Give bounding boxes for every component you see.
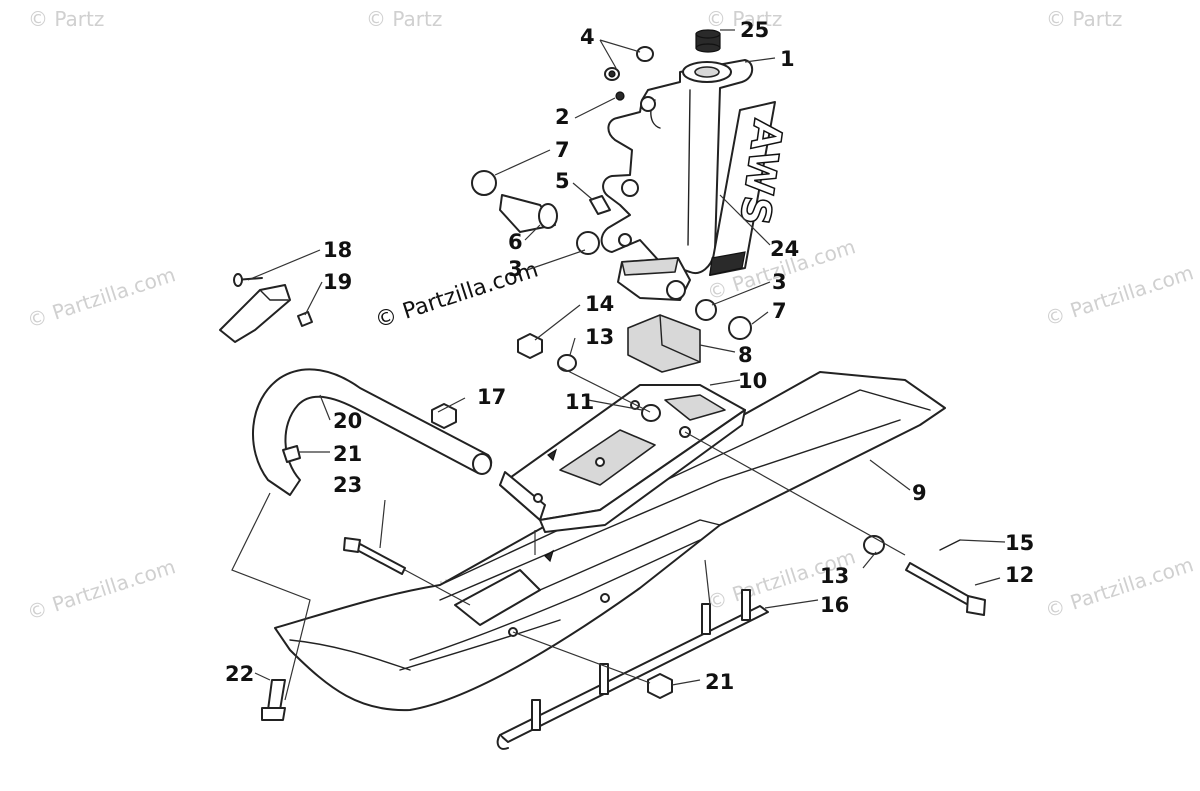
grease-fitting-part-2[interactable] [615, 91, 625, 101]
callout-13[interactable]: 13 [820, 564, 849, 588]
callout-23[interactable]: 23 [333, 473, 362, 497]
callout-16[interactable]: 16 [820, 593, 849, 617]
washer-part-11[interactable] [641, 404, 661, 422]
watermark-edge-text: © Partz [28, 7, 104, 31]
callout-18[interactable]: 18 [323, 238, 352, 262]
nut-part-17[interactable] [431, 403, 457, 429]
watermark-text: © Partzilla.com [24, 554, 178, 625]
watermark-text: © Partzilla.com [24, 262, 178, 333]
bolt-part-22[interactable] [261, 679, 286, 721]
watermark-edge-text: © Partz [706, 7, 782, 31]
nut-part-21[interactable] [647, 673, 673, 699]
callout-22[interactable]: 22 [225, 662, 254, 686]
callout-8[interactable]: 8 [738, 343, 753, 367]
callout-3[interactable]: 3 [772, 270, 787, 294]
washer-part-4[interactable] [604, 46, 654, 81]
callout-20[interactable]: 20 [333, 409, 362, 433]
nut-part-14[interactable] [517, 333, 543, 359]
callout-12[interactable]: 12 [1005, 563, 1034, 587]
ski-saddle-part-10[interactable] [499, 384, 746, 563]
callout-10[interactable]: 10 [738, 369, 767, 393]
callout-7[interactable]: 7 [555, 138, 570, 162]
wear-bar-part-16[interactable] [496, 589, 769, 750]
callout-14[interactable]: 14 [585, 292, 614, 316]
callout-21[interactable]: 21 [333, 442, 362, 466]
callout-19[interactable]: 19 [323, 270, 352, 294]
sleeve-part-5[interactable] [589, 195, 611, 215]
callout-2[interactable]: 2 [555, 105, 570, 129]
callout-5[interactable]: 5 [555, 169, 570, 193]
callout-15[interactable]: 15 [1005, 531, 1034, 555]
cotter-pin-part-15[interactable] [939, 539, 961, 551]
bracket-assembly-18-19[interactable] [219, 273, 313, 343]
bushing-part-7[interactable] [471, 170, 752, 340]
shaft-part-6[interactable] [499, 194, 558, 233]
bolt-part-23[interactable] [343, 537, 406, 575]
callout-13[interactable]: 13 [585, 325, 614, 349]
watermark-text: © Partzilla.com [1042, 260, 1196, 331]
watermark-edge-text: © Partz [366, 7, 442, 31]
callout-17[interactable]: 17 [477, 385, 506, 409]
spindle-part-1[interactable] [600, 59, 754, 301]
callout-21[interactable]: 21 [705, 670, 734, 694]
callout-25[interactable]: 25 [740, 18, 769, 42]
callout-7[interactable]: 7 [772, 299, 787, 323]
callout-9[interactable]: 9 [912, 481, 927, 505]
bolt-part-12[interactable] [905, 562, 986, 616]
callout-24[interactable]: 24 [770, 237, 799, 261]
callout-11[interactable]: 11 [565, 390, 594, 414]
handle-loop-part-20[interactable] [252, 368, 493, 496]
cap-part-25[interactable] [695, 29, 721, 53]
block-part-8[interactable] [627, 314, 701, 373]
ski-part-9[interactable] [274, 371, 946, 712]
watermark-text: © Partzilla.com [1042, 552, 1196, 623]
watermark-edge-text: © Partz [1046, 7, 1122, 31]
callout-4[interactable]: 4 [580, 25, 595, 49]
callout-6[interactable]: 6 [508, 230, 523, 254]
leader-lines [231, 29, 1006, 701]
callout-1[interactable]: 1 [780, 47, 795, 71]
callout-3[interactable]: 3 [508, 257, 523, 281]
bushing-part-3[interactable] [576, 231, 717, 321]
callout-labels: 25 1 4 2 7 5 6 3 24 18 19 3 7 14 13 8 10… [225, 18, 1034, 694]
